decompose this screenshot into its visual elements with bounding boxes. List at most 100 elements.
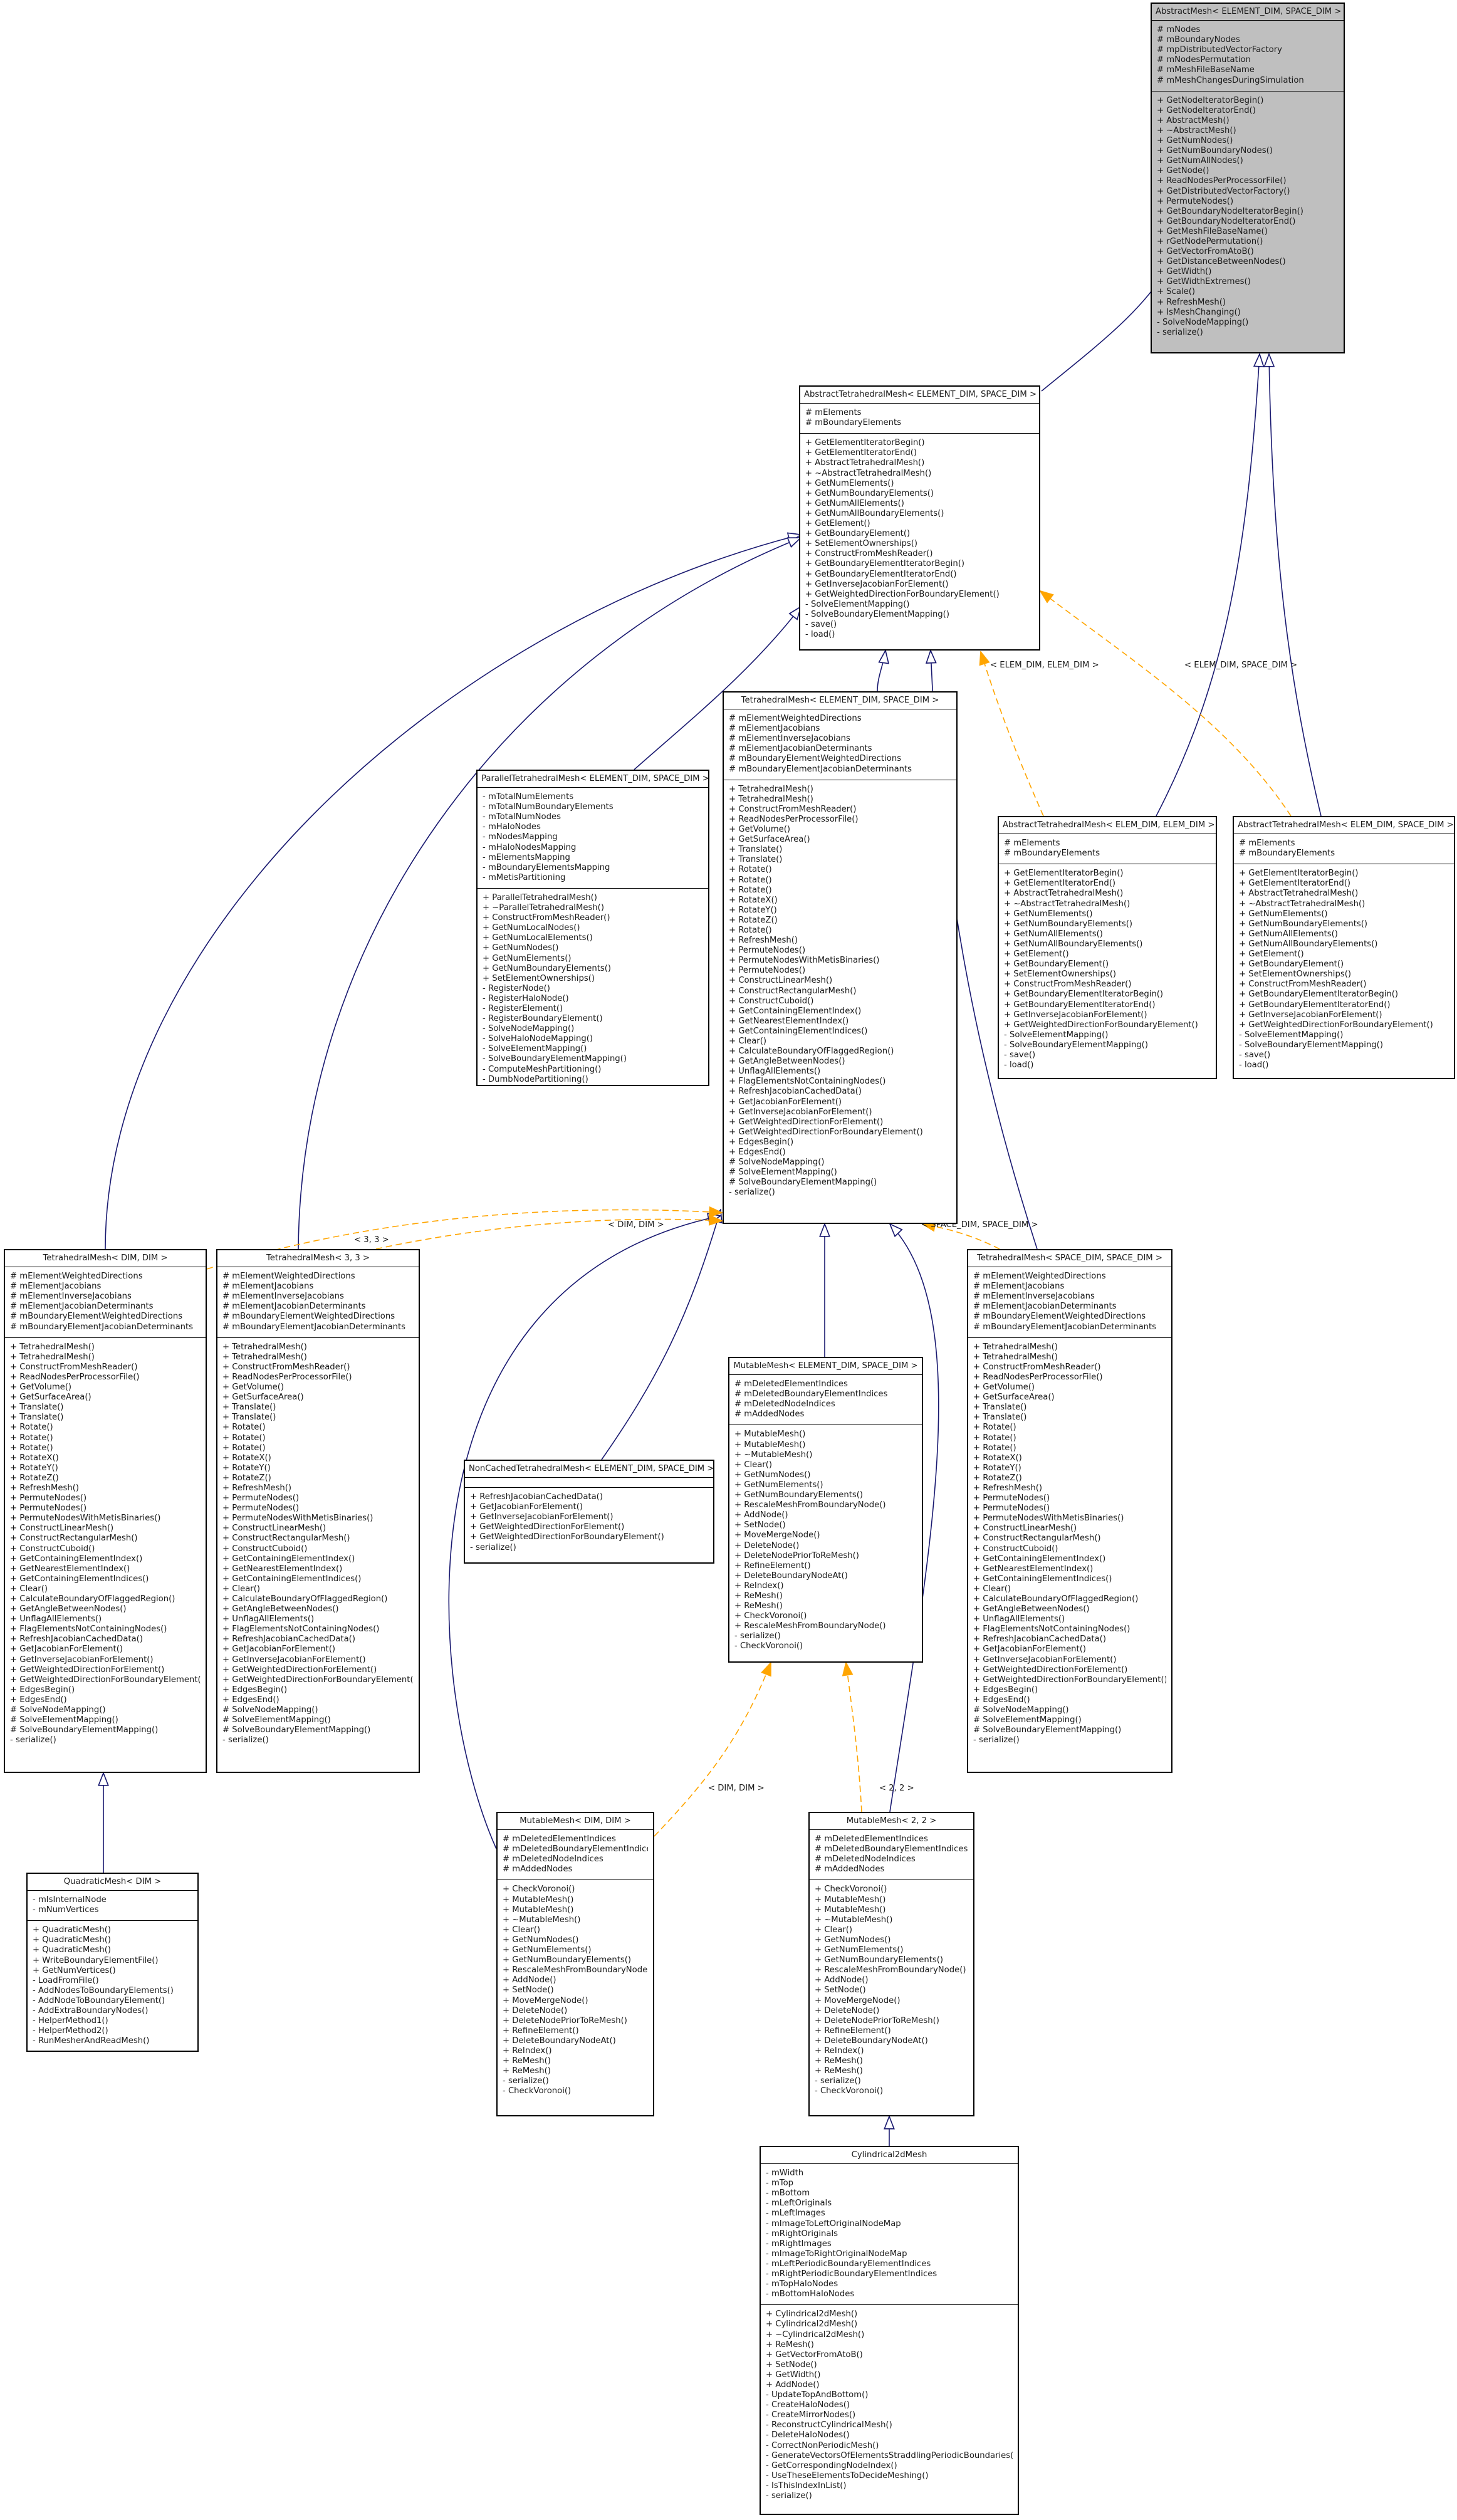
class-node-tet33[interactable]: TetrahedralMesh< 3, 3 ># mElementWeighte…: [216, 1249, 420, 1773]
method: + GetWeightedDirectionForBoundaryElement…: [222, 1675, 414, 1685]
method: + Clear(): [10, 1584, 48, 1594]
method: - CheckVoronoi(): [815, 2086, 884, 2096]
method: + GetNumAllBoundaryElements(): [1239, 939, 1378, 949]
edge-abstracttetes-to-abstracttet-template: [1040, 591, 1292, 817]
method: + ReMesh(): [503, 2066, 551, 2076]
method: + GetNumAllElements(): [1004, 929, 1103, 939]
template-label: < ELEM_DIM, ELEM_DIM >: [990, 661, 1099, 670]
class-node-abstracttet[interactable]: AbstractTetrahedralMesh< ELEMENT_DIM, SP…: [799, 385, 1040, 651]
attribute-section: # mElementWeightedDirections# mElementJa…: [217, 1267, 419, 1337]
method: - save(): [805, 619, 837, 629]
method: + GetNearestElementIndex(): [222, 1564, 343, 1574]
method: + GetBoundaryElement(): [1239, 959, 1344, 970]
method: + GetNumElements(): [815, 1945, 904, 1955]
method: + TetrahedralMesh(): [222, 1352, 307, 1362]
class-node-paralleltet[interactable]: ParallelTetrahedralMesh< ELEMENT_DIM, SP…: [476, 770, 709, 1086]
method: + RefreshMesh(): [1157, 297, 1226, 307]
method: # SolveElementMapping(): [973, 1715, 1082, 1725]
method: # SolveNodeMapping(): [973, 1705, 1069, 1715]
method: + Rotate(): [10, 1433, 53, 1443]
class-node-abstractmesh[interactable]: AbstractMesh< ELEMENT_DIM, SPACE_DIM ># …: [1151, 3, 1345, 353]
method: + GetJacobianForElement(): [10, 1644, 123, 1655]
method: + EdgesBegin(): [729, 1137, 794, 1147]
method: + Clear(): [815, 1925, 853, 1935]
method: + GetInverseJacobianForElement(): [1239, 1010, 1382, 1020]
method: + CheckVoronoi(): [734, 1611, 807, 1621]
class-node-mutabledd[interactable]: MutableMesh< DIM, DIM ># mDeletedElement…: [496, 1812, 654, 2116]
method: + Clear(): [503, 1925, 541, 1935]
class-node-mutable22[interactable]: MutableMesh< 2, 2 ># mDeletedElementIndi…: [808, 1812, 974, 2116]
method: + GetElementIteratorBegin(): [1239, 869, 1359, 879]
method: - DeleteHaloNodes(): [766, 2430, 850, 2440]
method: + GetContainingElementIndices(): [10, 1574, 149, 1584]
attribute: # mBoundaryElementWeightedDirections: [729, 754, 902, 764]
method: + PermuteNodes(): [729, 966, 806, 976]
attribute: - mBoundaryElementsMapping: [483, 862, 610, 872]
method: + ConstructLinearMesh(): [10, 1524, 114, 1534]
method: + Cylindrical2dMesh(): [766, 2309, 858, 2319]
method: - load(): [1004, 1060, 1034, 1070]
attribute: - mTop: [766, 2178, 794, 2188]
class-node-noncached[interactable]: NonCachedTetrahedralMesh< ELEMENT_DIM, S…: [464, 1460, 714, 1564]
method: + GetWeightedDirectionForBoundaryElement…: [973, 1675, 1166, 1685]
method: + GetNumAllNodes(): [1157, 156, 1243, 166]
attribute: # mAddedNodes: [815, 1864, 885, 1874]
method: + GetSurfaceArea(): [973, 1393, 1055, 1403]
class-node-mutable[interactable]: MutableMesh< ELEMENT_DIM, SPACE_DIM ># m…: [728, 1357, 923, 1663]
method: + MutableMesh(): [815, 1895, 886, 1905]
attribute: # mElementWeightedDirections: [973, 1272, 1106, 1282]
method: + DeleteNode(): [734, 1540, 800, 1550]
edge-tet33-to-abstracttet: [298, 538, 801, 1250]
method: - RegisterNode(): [483, 983, 550, 993]
method: + PermuteNodes(): [1157, 196, 1234, 206]
method: + GetAngleBetweenNodes(): [10, 1604, 127, 1614]
attribute: # mBoundaryElementJacobianDeterminants: [222, 1322, 406, 1332]
method: + GetWeightedDirectionForElement(): [222, 1665, 377, 1675]
method: - serialize(): [815, 2076, 861, 2086]
class-title: QuadraticMesh< DIM >: [63, 1877, 162, 1886]
method: - ComputeMeshPartitioning(): [483, 1064, 602, 1074]
method: + DeleteNode(): [503, 2005, 568, 2015]
method: + ReMesh(): [815, 2066, 863, 2076]
class-node-tetss[interactable]: TetrahedralMesh< SPACE_DIM, SPACE_DIM >#…: [967, 1249, 1172, 1773]
attribute: - mIsInternalNode: [33, 1895, 107, 1905]
method: + ConstructLinearMesh(): [729, 976, 833, 986]
method: + Rotate(): [729, 875, 772, 885]
method: + PermuteNodesWithMetisBinaries(): [222, 1514, 373, 1524]
method: - load(): [805, 630, 835, 640]
class-node-abstracttetee[interactable]: AbstractTetrahedralMesh< ELEM_DIM, ELEM_…: [998, 816, 1217, 1079]
attribute: - mNumVertices: [33, 1905, 99, 1915]
class-node-tet[interactable]: TetrahedralMesh< ELEMENT_DIM, SPACE_DIM …: [723, 691, 958, 1224]
method: + DeleteBoundaryNodeAt(): [815, 2036, 928, 2046]
method: + ConstructFromMeshReader(): [1239, 980, 1367, 990]
method: + GetContainingElementIndices(): [729, 1026, 868, 1036]
class-node-abstracttetes[interactable]: AbstractTetrahedralMesh< ELEM_DIM, SPACE…: [1233, 816, 1455, 1079]
method: + AbstractMesh(): [1157, 115, 1230, 125]
template-label: < ELEM_DIM, SPACE_DIM >: [1184, 661, 1297, 670]
method: + Translate(): [973, 1413, 1027, 1423]
edge-paralleltet-to-abstracttet: [634, 607, 801, 770]
method: - CheckVoronoi(): [734, 1641, 803, 1651]
class-node-cylindrical[interactable]: Cylindrical2dMesh- mWidth- mTop- mBottom…: [760, 2146, 1019, 2515]
class-node-quadratic[interactable]: QuadraticMesh< DIM > - mIsInternalNode- m…: [26, 1873, 199, 2052]
method: + GetBoundaryNodeIteratorEnd(): [1157, 216, 1296, 226]
method: + ConstructCuboid(): [222, 1544, 308, 1554]
method: + ConstructFromMeshReader(): [729, 804, 857, 814]
method: # SolveElementMapping(): [729, 1168, 837, 1178]
attribute: # mElementJacobians: [973, 1282, 1065, 1292]
attribute: # mElementWeightedDirections: [222, 1272, 355, 1282]
method: + ~Cylindrical2dMesh(): [766, 2329, 865, 2340]
attribute: - mMetisPartitioning: [483, 872, 566, 882]
method: + SetElementOwnerships(): [483, 973, 595, 983]
method-section: + TetrahedralMesh()+ TetrahedralMesh()+ …: [968, 1337, 1171, 1751]
method: + TetrahedralMesh(): [10, 1342, 95, 1352]
attribute: - mNodesMapping: [483, 832, 558, 842]
method: + GetInverseJacobianForElement(): [10, 1655, 154, 1665]
method: - AddExtraBoundaryNodes(): [33, 2006, 149, 2016]
class-title: AbstractTetrahedralMesh< ELEM_DIM, ELEM_…: [1003, 820, 1215, 830]
method: + Rotate(): [222, 1423, 266, 1433]
attribute: # mBoundaryElementWeightedDirections: [973, 1312, 1146, 1322]
method: + GetInverseJacobianForElement(): [470, 1512, 614, 1522]
class-node-tetdd[interactable]: TetrahedralMesh< DIM, DIM ># mElementWei…: [4, 1249, 207, 1773]
method: + RotateX(): [222, 1453, 271, 1463]
